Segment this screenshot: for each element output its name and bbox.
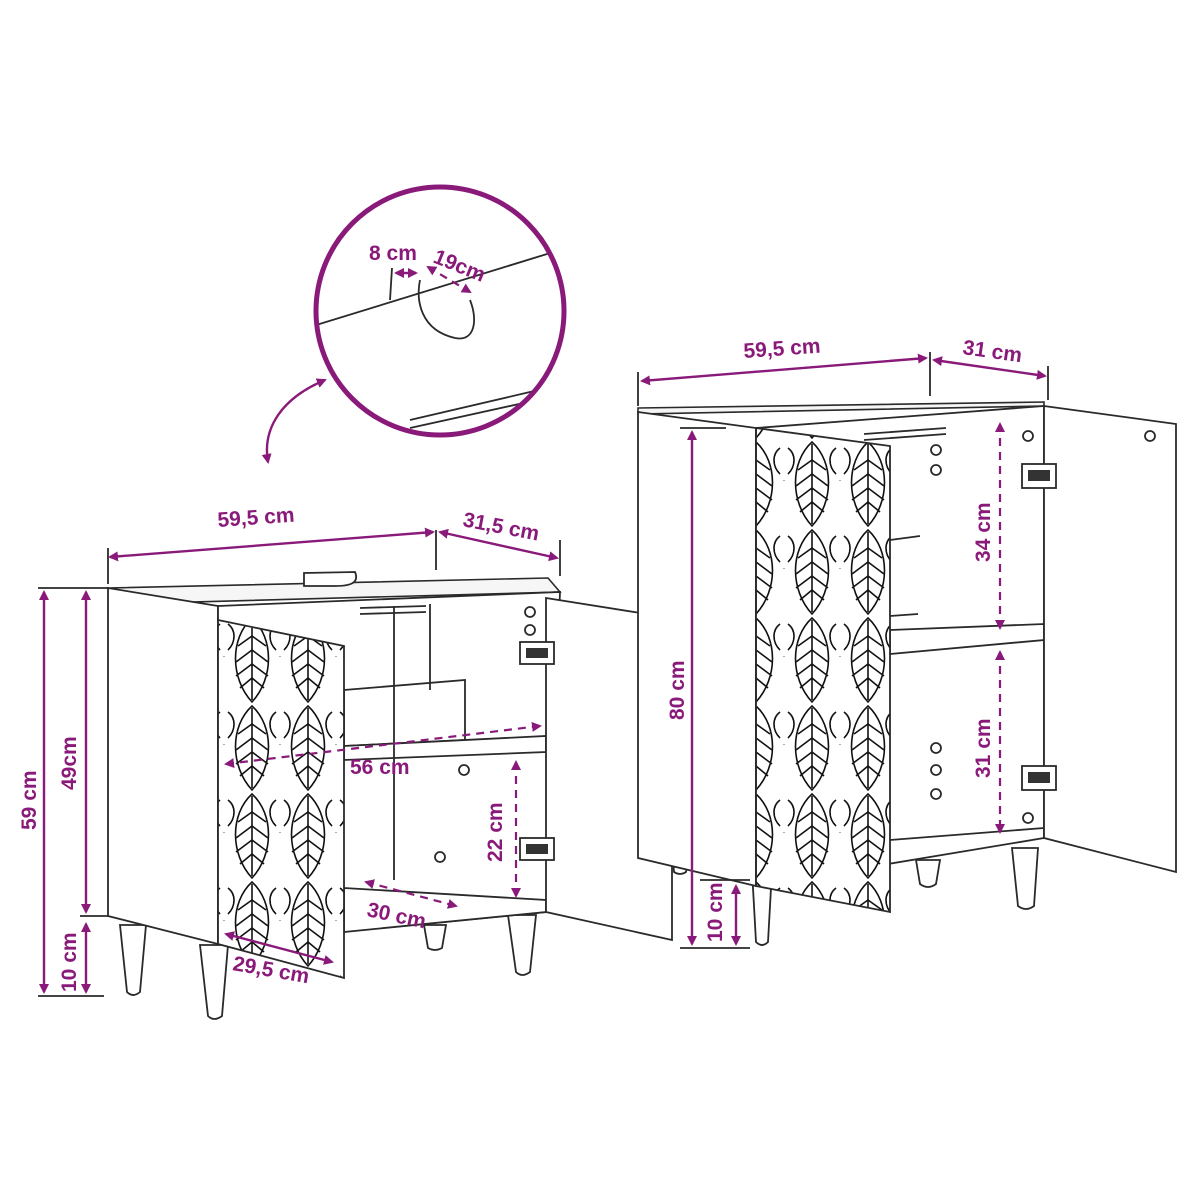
curved-double-arrow-icon [261,378,327,464]
sink-body-height-label: 49cm [58,736,81,790]
leaf-pattern-door-left [217,618,345,980]
sink-shelf-gap-label: 22 cm [484,802,507,862]
leaf-pattern-door-tall [755,426,891,914]
notch-width-label: 8 cm [369,242,417,265]
hinge-icon [1021,463,1057,791]
sink-leg-height-label: 10 cm [58,932,81,992]
tall-total-height-label: 80 cm [666,660,689,720]
tall-cabinet [637,401,1177,946]
zoom-detail-circle [313,184,567,438]
sink-inner-width-label: 56 cm [350,756,410,779]
tall-upper-compartment-label: 34 cm [972,502,995,562]
tall-depth-label: 31 cm [961,336,1023,367]
sink-width-label: 59,5 cm [217,504,295,532]
sink-cabinet [106,571,673,1020]
zoom-detail: 8 cm 19cm [261,184,567,464]
tall-width-label: 59,5 cm [743,335,821,363]
tall-lower-compartment-label: 31 cm [972,718,995,778]
sink-total-height-label: 59 cm [18,770,41,830]
tall-leg-height-label: 10 cm [704,882,727,942]
